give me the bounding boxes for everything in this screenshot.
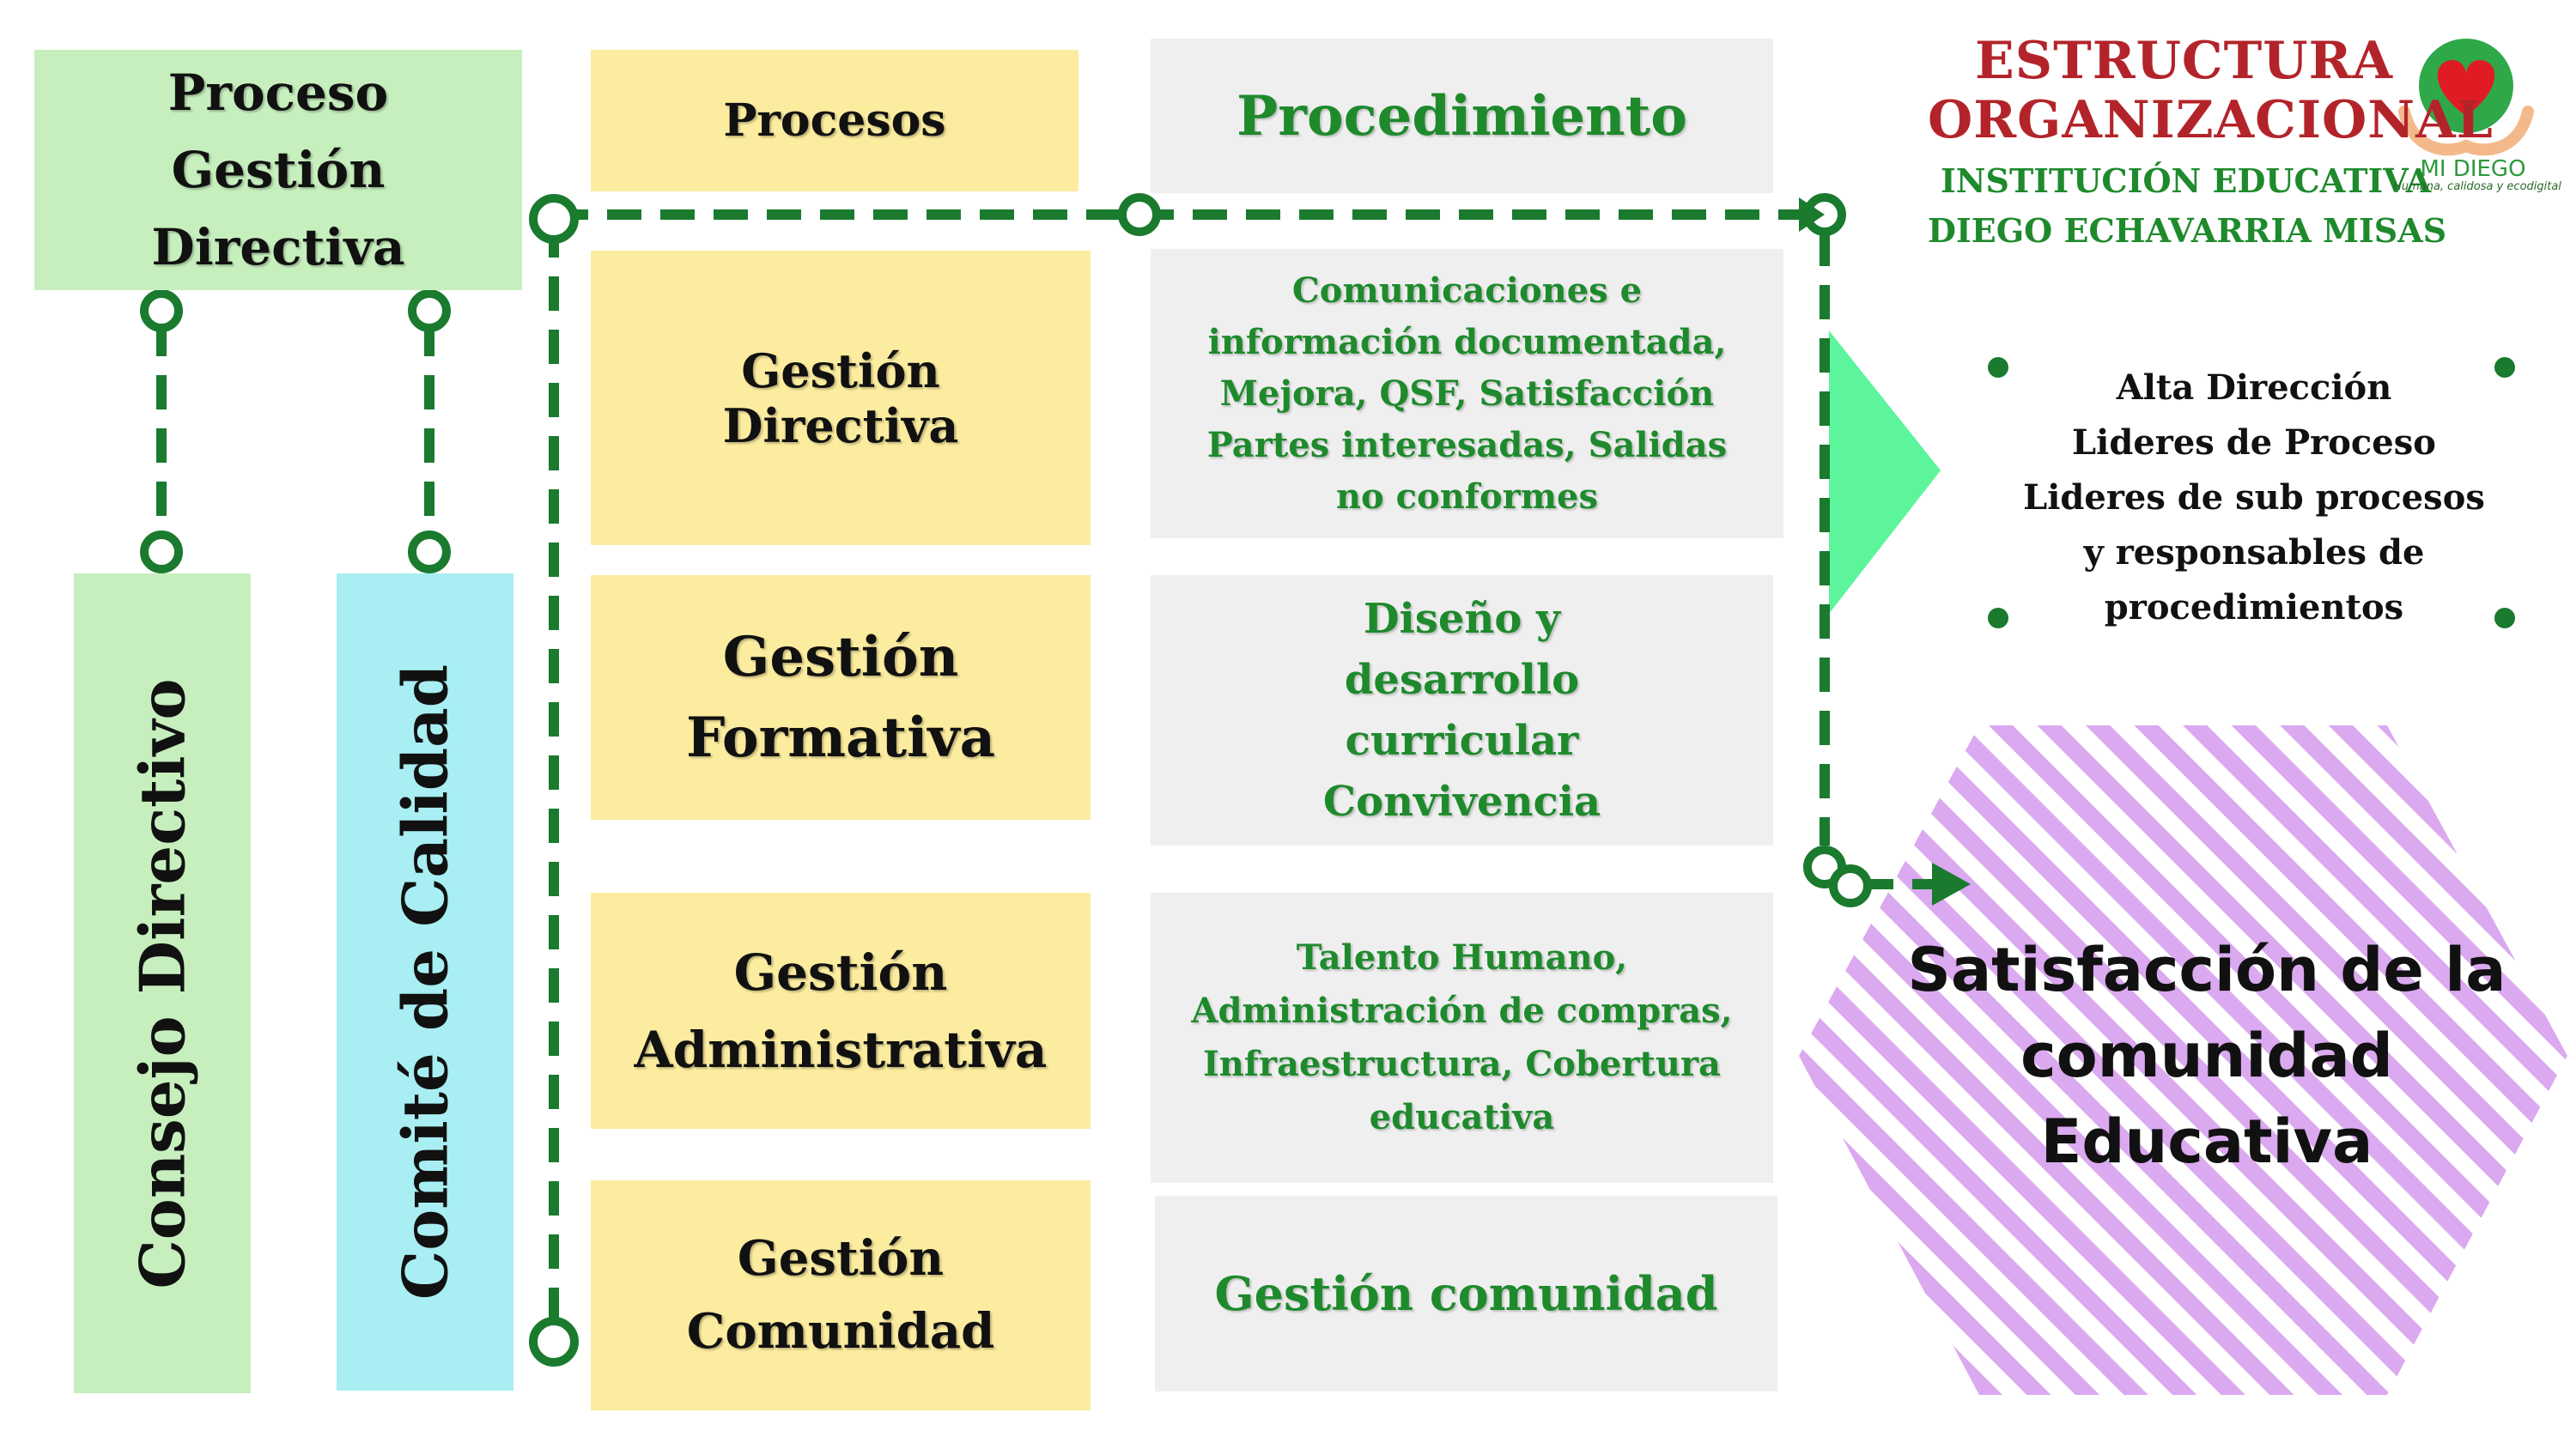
procedure-header: Procedimiento [1151, 39, 1773, 193]
procedure-label: Diseño y desarrollo curricular Convivenc… [1322, 594, 1601, 826]
procedure-box: Comunicaciones e información documentada… [1151, 249, 1783, 538]
procedure-box: Gestión comunidad [1155, 1196, 1777, 1391]
bullet-dot [1988, 357, 2008, 378]
institution-name-line2: DIEGO ECHAVARRIA MISAS [1928, 211, 2447, 250]
process-box: Gestión Administrativa [591, 893, 1091, 1129]
processes-header-label: Procesos [723, 94, 946, 147]
bullet-dot [2494, 608, 2515, 628]
procedure-label: Gestión comunidad [1214, 1266, 1718, 1321]
logo-name: MI DIEGO [2420, 156, 2526, 182]
committee-label: Comité de Calidad [388, 664, 462, 1300]
arrow-shape [1829, 330, 1941, 614]
role-item: Alta Dirección [2116, 367, 2392, 408]
bullet-dot [1988, 608, 2008, 628]
bullet-dot [2494, 357, 2515, 378]
processes-header: Procesos [591, 50, 1078, 191]
role-item: procedimientos [2104, 587, 2404, 627]
process-label: Gestión Comunidad [686, 1230, 995, 1360]
outcome-hexagon [1799, 725, 2567, 1395]
procedure-header-label: Procedimiento [1236, 83, 1687, 149]
outcome-label: Satisfacción de la comunidad Educativa [1907, 935, 2506, 1177]
institution-name: INSTITUCIÓN EDUCATIVA [1941, 161, 2432, 200]
process-title-box: Proceso Gestión Directiva [34, 50, 522, 290]
process-label: Gestión Directiva [722, 343, 959, 453]
role-item: Lideres de Proceso [2072, 422, 2436, 463]
process-box: Gestión Formativa [591, 575, 1091, 820]
page-title-line2: ORGANIZACIONAL [1928, 90, 2494, 150]
role-item: y responsables de [2083, 532, 2425, 573]
procedure-label: Talento Humano, Administración de compra… [1191, 937, 1733, 1137]
procedure-box: Talento Humano, Administración de compra… [1151, 893, 1773, 1183]
logo-tagline: Humana, calidosa y ecodigital [2393, 180, 2561, 193]
process-label: Gestión Formativa [685, 624, 996, 770]
council-box: Consejo Directivo [74, 573, 251, 1393]
roles-list: Alta Dirección Lideres de Proceso Lidere… [1975, 361, 2533, 635]
role-item: Lideres de sub procesos [2023, 477, 2485, 518]
page-title: ESTRUCTURA [1975, 31, 2394, 91]
procedure-box: Diseño y desarrollo curricular Convivenc… [1151, 575, 1773, 846]
heart-hands-icon [2398, 39, 2534, 156]
process-title: Proceso Gestión Directiva [151, 64, 405, 276]
council-label: Consejo Directivo [125, 678, 199, 1288]
process-label: Gestión Administrativa [634, 943, 1048, 1079]
process-box: Gestión Directiva [591, 251, 1091, 545]
process-box: Gestión Comunidad [591, 1180, 1091, 1410]
procedure-label: Comunicaciones e información documentada… [1206, 270, 1728, 517]
committee-box: Comité de Calidad [337, 573, 513, 1391]
